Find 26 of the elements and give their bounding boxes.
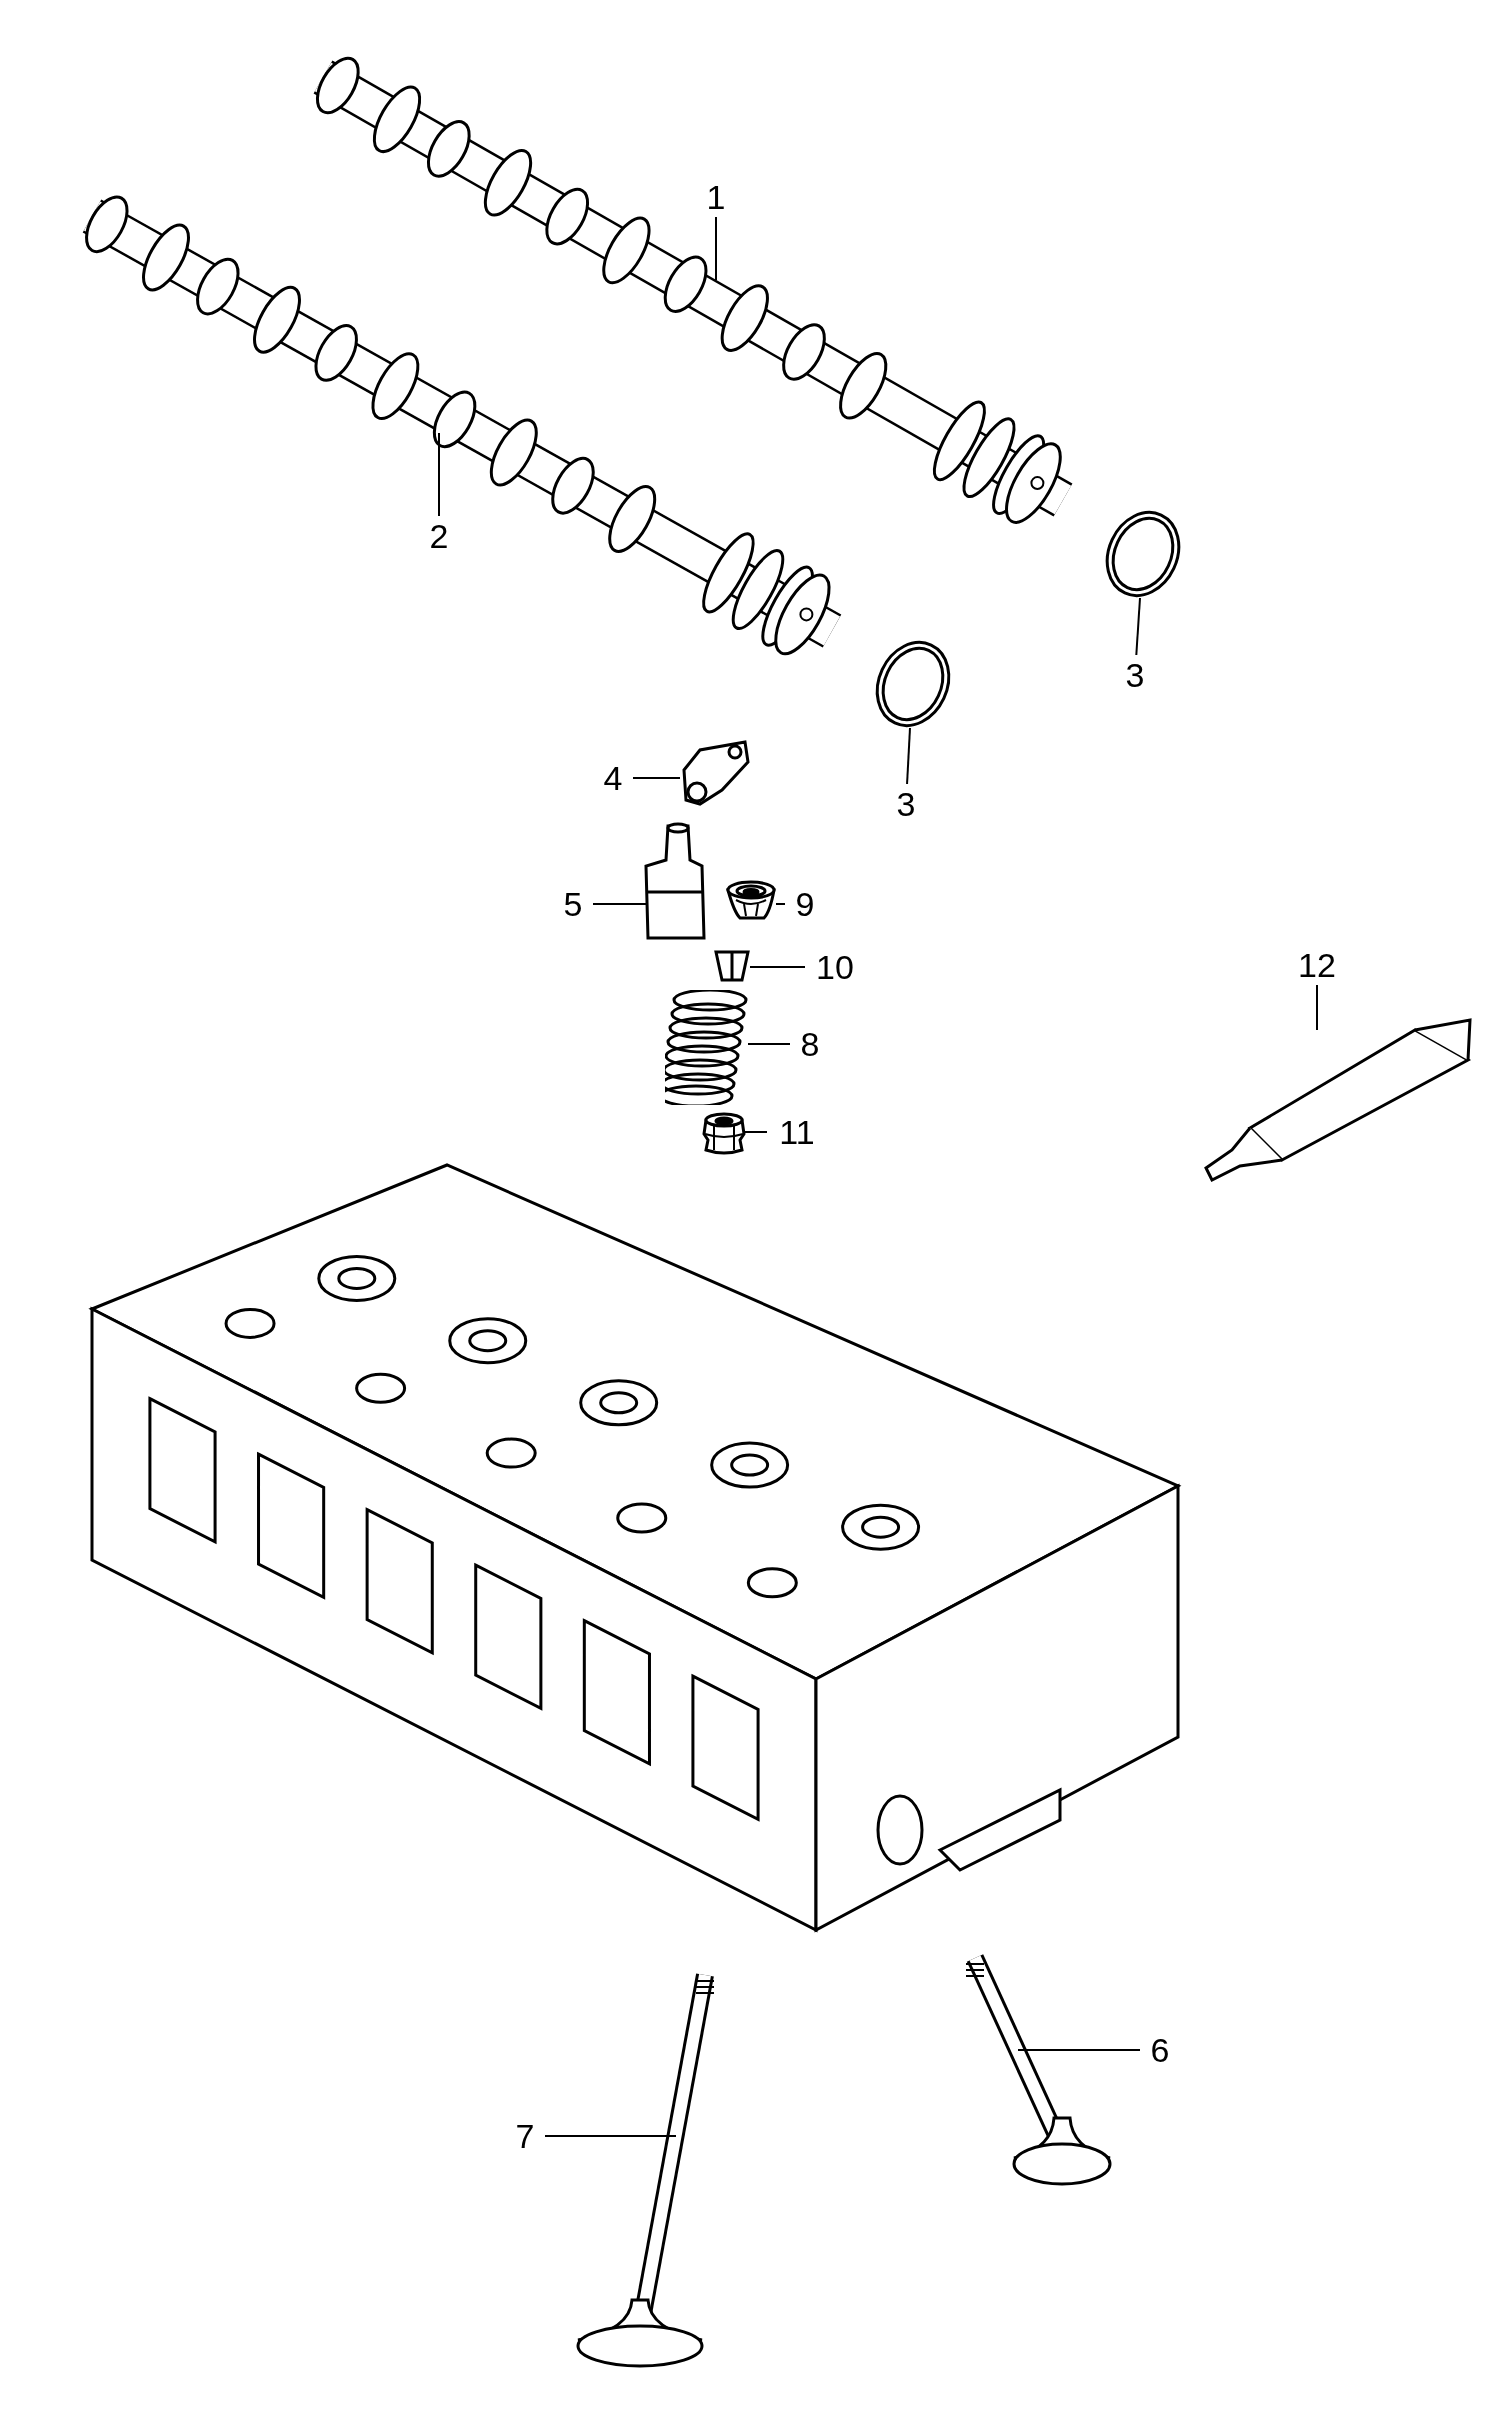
callout-number: 3 bbox=[1115, 655, 1155, 695]
callout-number: 4 bbox=[593, 758, 633, 798]
leader-line bbox=[632, 777, 681, 779]
leader-line bbox=[744, 1131, 768, 1133]
callout-number: 1 bbox=[696, 177, 736, 217]
leader-line bbox=[749, 966, 806, 968]
callout-number: 10 bbox=[805, 947, 865, 987]
callout-number: 5 bbox=[553, 884, 593, 924]
leader-line bbox=[906, 727, 911, 785]
leader-line bbox=[775, 903, 786, 905]
callout-number: 12 bbox=[1287, 945, 1347, 985]
callout-number: 7 bbox=[505, 2116, 545, 2156]
leader-line bbox=[1017, 2049, 1141, 2051]
leader-line bbox=[715, 216, 717, 281]
leader-line bbox=[747, 1043, 791, 1045]
leader-line bbox=[544, 2135, 677, 2137]
callout-number: 8 bbox=[790, 1024, 830, 1064]
leader-line bbox=[592, 903, 649, 905]
leader-line bbox=[438, 432, 440, 517]
leader-line bbox=[1135, 597, 1141, 656]
callout-number: 9 bbox=[785, 884, 825, 924]
callout-number: 3 bbox=[886, 784, 926, 824]
callout-number: 6 bbox=[1140, 2030, 1180, 2070]
leader-line bbox=[1316, 984, 1318, 1031]
callout-number: 11 bbox=[767, 1112, 827, 1152]
callout-number: 2 bbox=[419, 516, 459, 556]
